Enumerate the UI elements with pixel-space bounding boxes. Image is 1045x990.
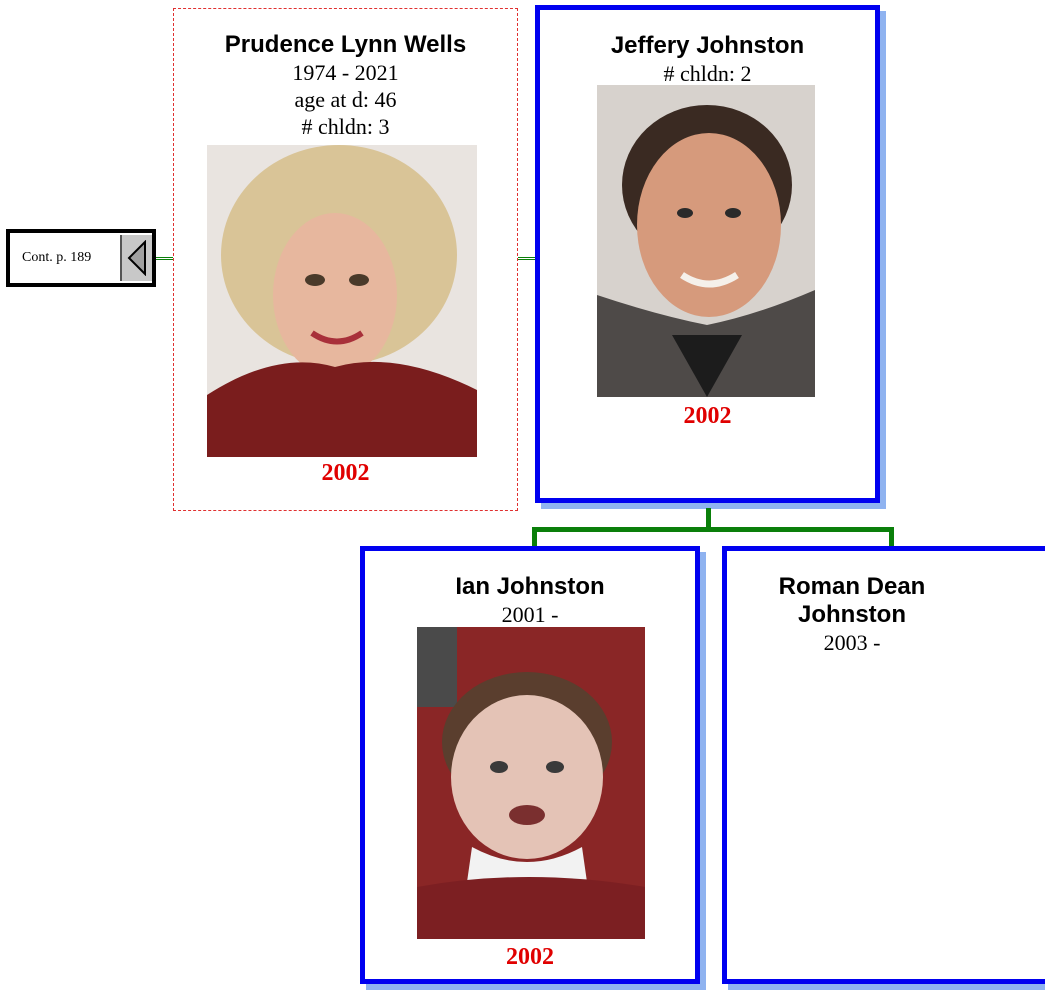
left-triangle-icon[interactable] [119, 235, 152, 281]
child-1-photo [417, 627, 645, 939]
spouse-children-count: # chldn: 3 [301, 114, 390, 139]
child-2-name: Roman Dean Johnston [778, 573, 926, 628]
link-spouse-main [518, 257, 538, 260]
spouse-photo [207, 145, 477, 457]
connector-horizontal [532, 527, 894, 532]
main-photo [597, 85, 815, 397]
person-card-child-1[interactable]: Ian Johnston 2001 - 2002 [360, 546, 700, 984]
spouse-name: Prudence Lynn Wells [224, 31, 467, 58]
continuation-label: Cont. p. 189 [22, 250, 92, 265]
main-children-count: # chldn: 2 [663, 61, 752, 86]
person-card-main[interactable]: Jeffery Johnston # chldn: 2 2002 [535, 5, 880, 503]
child-1-name: Ian Johnston [455, 573, 605, 600]
child-1-photo-year: 2002 [506, 944, 554, 970]
spouse-photo-year: 2002 [321, 460, 370, 486]
person-card-child-2[interactable]: Roman Dean Johnston 2003 - [722, 546, 1045, 984]
continuation-box[interactable]: Cont. p. 189 [6, 229, 156, 287]
spouse-age-at-death: age at d: 46 [294, 87, 397, 112]
main-photo-year: 2002 [683, 403, 732, 429]
connector-to-child-1 [532, 527, 537, 549]
main-name: Jeffery Johnston [610, 32, 805, 59]
connector-vertical-parent [706, 508, 711, 530]
link-continuation-spouse [156, 257, 174, 260]
connector-to-child-2 [889, 527, 894, 549]
spouse-card[interactable]: Prudence Lynn Wells 1974 - 2021 age at d… [173, 8, 518, 511]
spouse-lifespan: 1974 - 2021 [292, 60, 399, 85]
child-2-lifespan: 2003 - [823, 630, 881, 655]
child-1-lifespan: 2001 - [501, 602, 559, 627]
